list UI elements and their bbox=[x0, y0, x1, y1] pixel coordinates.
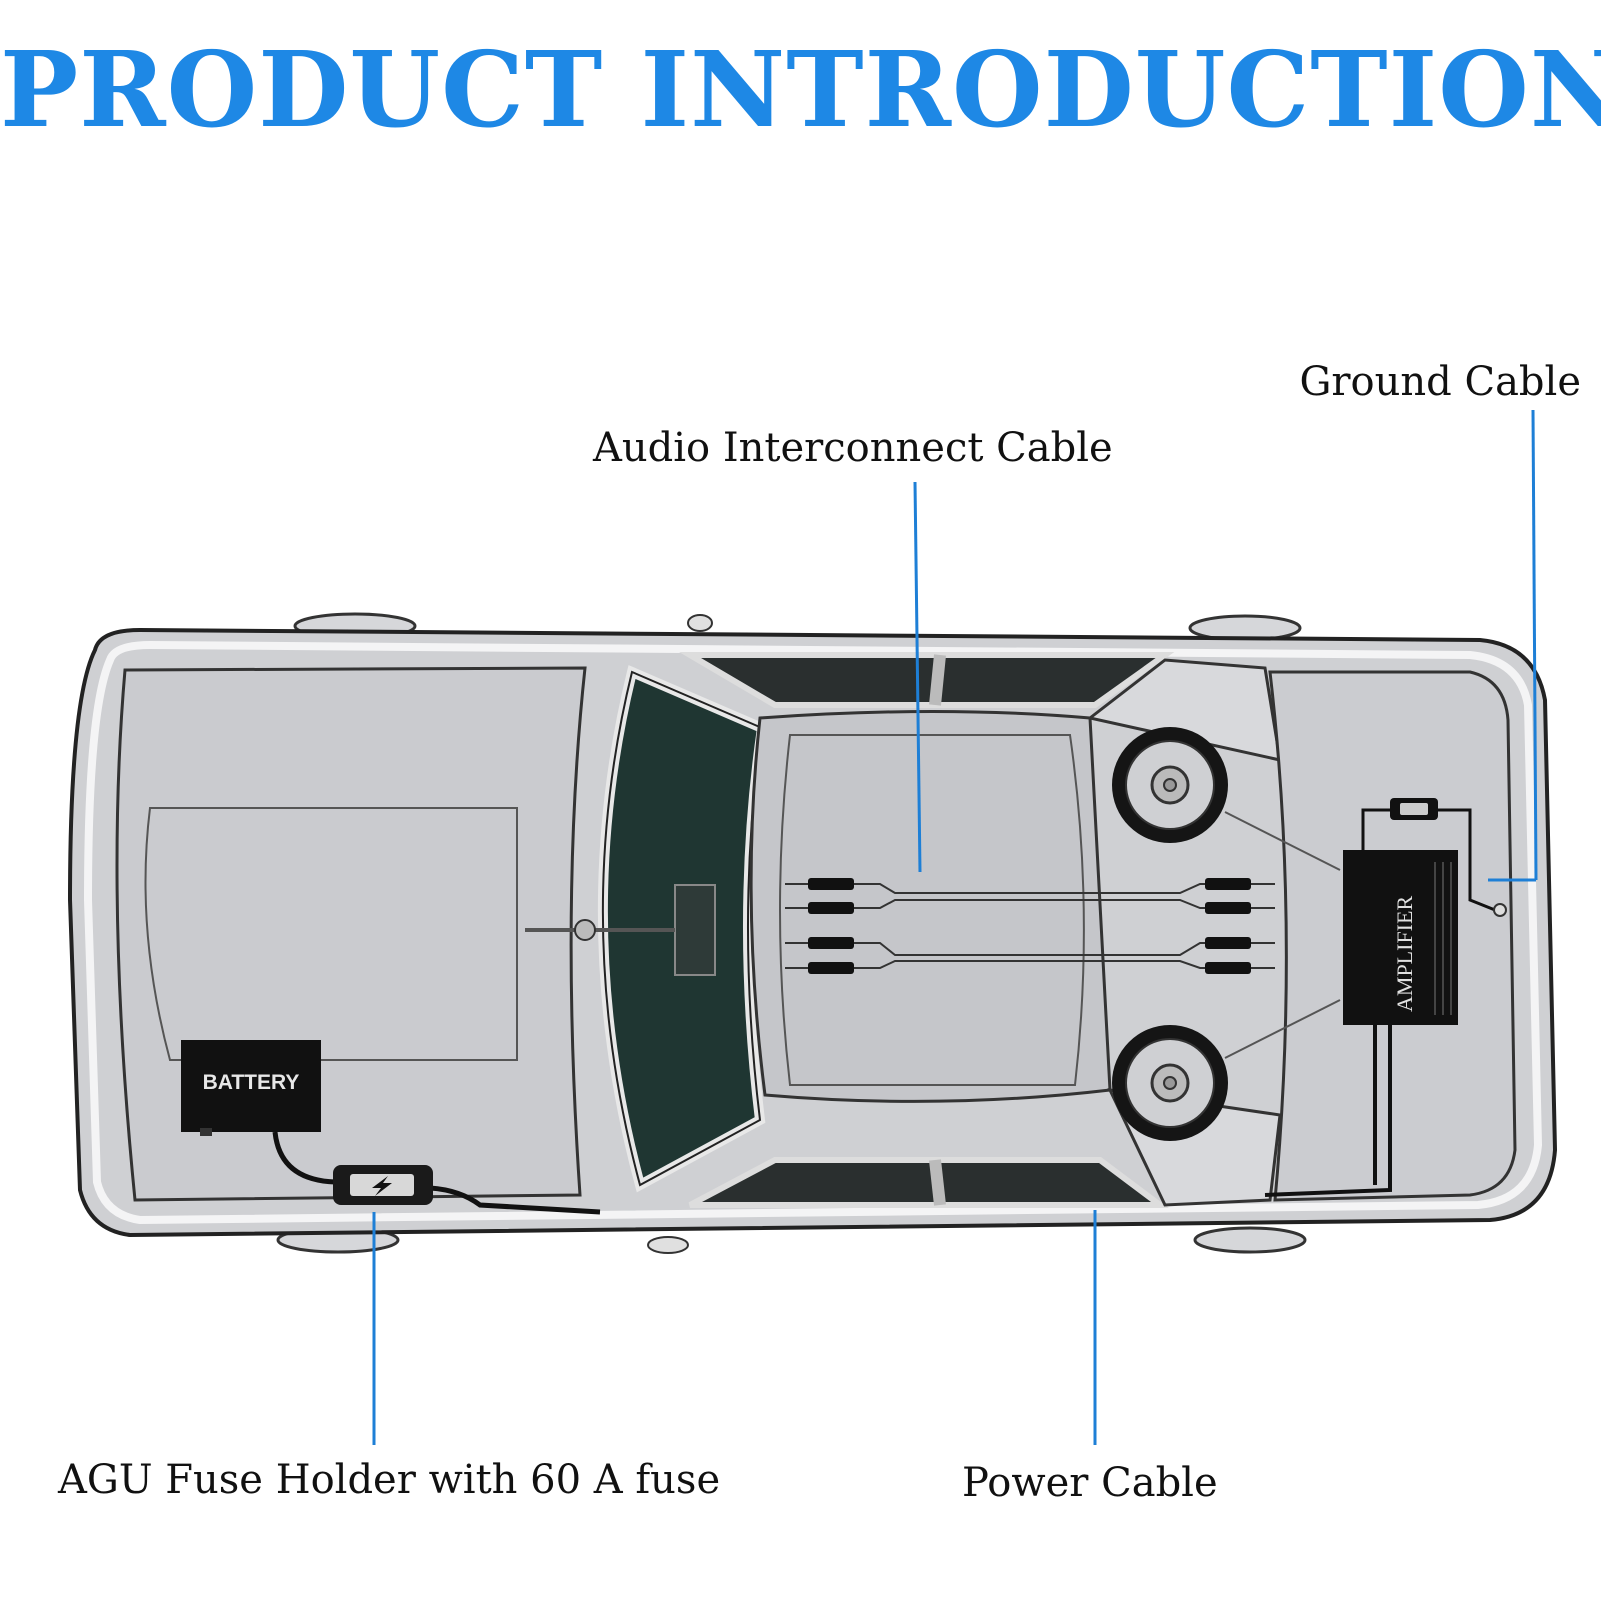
amplifier-unit bbox=[1343, 850, 1458, 1025]
head-unit-knob bbox=[574, 919, 596, 941]
power-cable-wire bbox=[1264, 1025, 1392, 1197]
leader-line-ground bbox=[1531, 409, 1538, 881]
amplifier-label: AMPLIFIER bbox=[1392, 896, 1417, 1012]
speaker-top bbox=[1112, 727, 1228, 843]
door-pillar-bottom bbox=[929, 1159, 946, 1206]
car-chrome-edge bbox=[83, 640, 1543, 1225]
leader-line-audio bbox=[913, 481, 922, 873]
speaker-wires bbox=[1224, 811, 1341, 1059]
roof-panel bbox=[749, 710, 1112, 1103]
roof-inner-line bbox=[779, 734, 1085, 1086]
lightning-bolt-icon bbox=[372, 1176, 392, 1196]
rear-window-top bbox=[1086, 658, 1282, 762]
mirror-top bbox=[687, 614, 713, 632]
side-window-bottom bbox=[688, 1157, 1169, 1208]
door-pillar-top bbox=[929, 654, 946, 706]
battery-unit bbox=[181, 1040, 321, 1136]
ground-cable-label: Ground Cable bbox=[1299, 359, 1581, 405]
mirror-bottom bbox=[647, 1236, 689, 1254]
audio-interconnect-cable-label: Audio Interconnect Cable bbox=[593, 425, 1113, 471]
speaker-bottom bbox=[1112, 1025, 1228, 1141]
rear-right-wheel-bump bbox=[1193, 1226, 1307, 1254]
side-window-top bbox=[678, 652, 1175, 708]
leader-lines bbox=[372, 409, 1538, 1445]
amp-inline-fuse bbox=[1361, 798, 1507, 917]
power-cable-label: Power Cable bbox=[962, 1460, 1218, 1506]
battery-lead-wire bbox=[272, 1131, 601, 1215]
hood-inner-panel bbox=[144, 807, 518, 1061]
battery-label: BATTERY bbox=[203, 1071, 300, 1094]
page-title: PRODUCT INTRODUCTION bbox=[0, 28, 1601, 151]
head-unit bbox=[674, 884, 716, 976]
rca-plugs bbox=[808, 878, 1251, 974]
fuse-holder-label: AGU Fuse Holder with 60 A fuse bbox=[58, 1457, 721, 1503]
